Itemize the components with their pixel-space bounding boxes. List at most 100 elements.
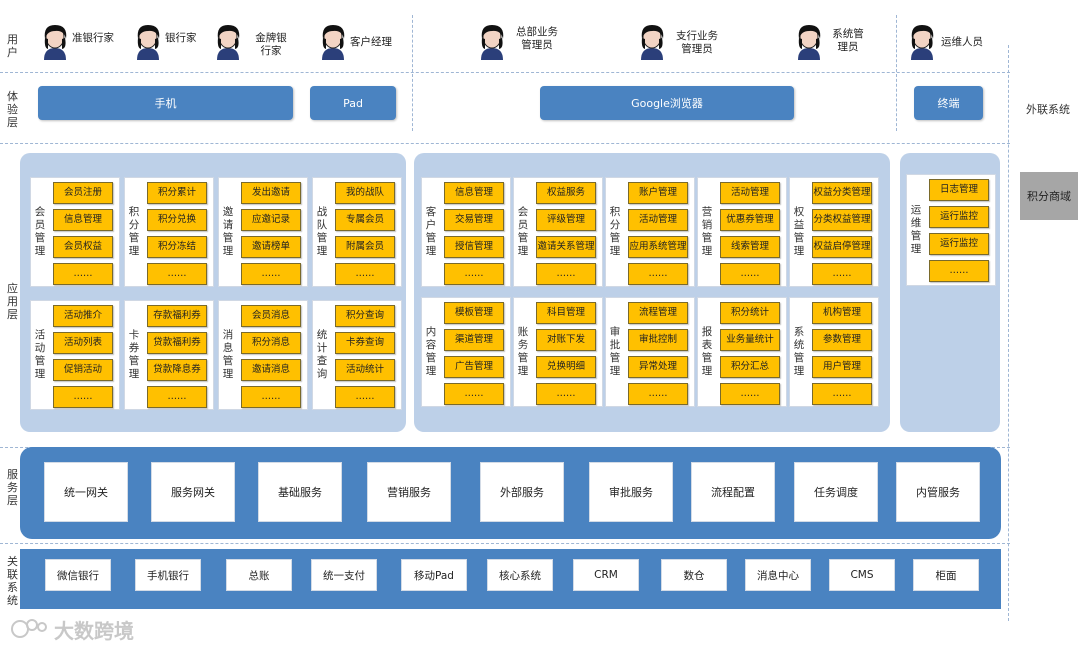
module-item[interactable]: 分类权益管理 bbox=[812, 209, 872, 231]
separator-user bbox=[0, 72, 1010, 73]
module-item[interactable]: …… bbox=[720, 383, 780, 405]
module-items: 模板管理渠道管理广告管理 …… bbox=[444, 302, 504, 410]
module-item[interactable]: 模板管理 bbox=[444, 302, 504, 324]
module-item[interactable]: 我的战队 bbox=[335, 182, 395, 204]
module-item[interactable]: 账户管理 bbox=[628, 182, 688, 204]
module-item[interactable]: 积分消息 bbox=[241, 332, 301, 354]
module-item[interactable]: 评级管理 bbox=[536, 209, 596, 231]
module-item[interactable]: 活动统计 bbox=[335, 359, 395, 381]
module-title: 内容管理 bbox=[425, 326, 437, 377]
module-item[interactable]: 积分统计 bbox=[720, 302, 780, 324]
module-item[interactable]: 发出邀请 bbox=[241, 182, 301, 204]
module-item[interactable]: …… bbox=[444, 263, 504, 285]
module-item[interactable]: 积分查询 bbox=[335, 305, 395, 327]
module-item[interactable]: 参数管理 bbox=[812, 329, 872, 351]
service-box: 任务调度 bbox=[794, 462, 878, 522]
module-item[interactable]: 用户管理 bbox=[812, 356, 872, 378]
module-item[interactable]: 对账下发 bbox=[536, 329, 596, 351]
module-item[interactable]: 活动列表 bbox=[53, 332, 113, 354]
service-box: 服务网关 bbox=[151, 462, 235, 522]
module-item[interactable]: 邀请榜单 bbox=[241, 236, 301, 258]
layer-label-application: 应用层 bbox=[7, 282, 18, 321]
module-title: 客户管理 bbox=[425, 206, 437, 257]
module-item[interactable]: …… bbox=[53, 263, 113, 285]
module-item[interactable]: 会员注册 bbox=[53, 182, 113, 204]
module-item[interactable]: 应邀记录 bbox=[241, 209, 301, 231]
module-item[interactable]: 流程管理 bbox=[628, 302, 688, 324]
module-item[interactable]: 业务量统计 bbox=[720, 329, 780, 351]
experience-browser: Google浏览器 bbox=[540, 86, 794, 120]
module-item[interactable]: …… bbox=[444, 383, 504, 405]
module-item[interactable]: 权益启停管理 bbox=[812, 236, 872, 258]
module-item[interactable]: 卡券查询 bbox=[335, 332, 395, 354]
person-icon bbox=[217, 25, 240, 60]
module-10: 积分管理账户管理活动管理应用系统管理…… bbox=[605, 177, 695, 287]
person-icon bbox=[322, 25, 345, 60]
module-item[interactable]: …… bbox=[628, 383, 688, 405]
module-items: 科目管理对账下发兑换明细 …… bbox=[536, 302, 596, 410]
module-item[interactable]: 邀请消息 bbox=[241, 359, 301, 381]
module-item[interactable]: 积分兑换 bbox=[147, 209, 207, 231]
module-item[interactable]: 应用系统管理 bbox=[628, 236, 688, 258]
module-item[interactable]: 贷款福利券 bbox=[147, 332, 207, 354]
experience-pad: Pad bbox=[310, 86, 396, 120]
module-item[interactable]: 会员消息 bbox=[241, 305, 301, 327]
module-item[interactable]: …… bbox=[241, 386, 301, 408]
module-item[interactable]: 积分累计 bbox=[147, 182, 207, 204]
module-item[interactable]: 权益分类管理 bbox=[812, 182, 872, 204]
module-item[interactable]: 积分冻结 bbox=[147, 236, 207, 258]
module-item[interactable]: 审批控制 bbox=[628, 329, 688, 351]
module-item[interactable]: 促销活动 bbox=[53, 359, 113, 381]
module-item[interactable]: 运行监控 bbox=[929, 206, 989, 228]
module-12: 权益管理权益分类管理分类权益管理权益启停管理…… bbox=[789, 177, 879, 287]
module-item[interactable]: 渠道管理 bbox=[444, 329, 504, 351]
module-item[interactable]: 专属会员 bbox=[335, 209, 395, 231]
module-item[interactable]: 活动推介 bbox=[53, 305, 113, 327]
module-item[interactable]: 活动管理 bbox=[720, 182, 780, 204]
module-item[interactable]: 异常处理 bbox=[628, 356, 688, 378]
module-item[interactable]: 广告管理 bbox=[444, 356, 504, 378]
module-item[interactable]: …… bbox=[812, 383, 872, 405]
module-item[interactable]: 贷款降息券 bbox=[147, 359, 207, 381]
module-item[interactable]: 运行监控 bbox=[929, 233, 989, 255]
module-item[interactable]: …… bbox=[335, 263, 395, 285]
module-item[interactable]: 积分汇总 bbox=[720, 356, 780, 378]
service-box: 统一网关 bbox=[44, 462, 128, 522]
module-item[interactable]: 邀请关系管理 bbox=[536, 236, 596, 258]
module-item[interactable]: …… bbox=[53, 386, 113, 408]
module-item[interactable]: …… bbox=[241, 263, 301, 285]
module-title: 消息管理 bbox=[222, 329, 234, 380]
module-item[interactable]: 信息管理 bbox=[53, 209, 113, 231]
module-item[interactable]: 存款福利券 bbox=[147, 305, 207, 327]
module-items: 存款福利券贷款福利券贷款降息券 …… bbox=[147, 305, 207, 413]
module-item[interactable]: 线索管理 bbox=[720, 236, 780, 258]
module-item[interactable]: 会员权益 bbox=[53, 236, 113, 258]
module-item[interactable]: 交易管理 bbox=[444, 209, 504, 231]
module-title: 战队管理 bbox=[316, 206, 328, 257]
module-title: 账务管理 bbox=[517, 326, 529, 377]
module-item[interactable]: …… bbox=[536, 263, 596, 285]
module-item[interactable]: 活动管理 bbox=[628, 209, 688, 231]
module-item[interactable]: 授信管理 bbox=[444, 236, 504, 258]
separator-service bbox=[0, 543, 1010, 544]
separator-vertical-right bbox=[896, 15, 897, 131]
module-item[interactable]: 科目管理 bbox=[536, 302, 596, 324]
module-item[interactable]: 权益服务 bbox=[536, 182, 596, 204]
module-item[interactable]: 附属会员 bbox=[335, 236, 395, 258]
module-item[interactable]: 信息管理 bbox=[444, 182, 504, 204]
module-item[interactable]: …… bbox=[147, 386, 207, 408]
module-item[interactable]: …… bbox=[812, 263, 872, 285]
module-item[interactable]: …… bbox=[147, 263, 207, 285]
module-17: 系统管理机构管理参数管理用户管理…… bbox=[789, 297, 879, 407]
module-item[interactable]: …… bbox=[628, 263, 688, 285]
module-item[interactable]: 机构管理 bbox=[812, 302, 872, 324]
related-system-box: CMS bbox=[829, 559, 895, 591]
module-item[interactable]: 日志管理 bbox=[929, 179, 989, 201]
module-item[interactable]: …… bbox=[929, 260, 989, 282]
module-item[interactable]: 兑换明细 bbox=[536, 356, 596, 378]
module-item[interactable]: 优惠券管理 bbox=[720, 209, 780, 231]
module-item[interactable]: …… bbox=[720, 263, 780, 285]
module-item[interactable]: …… bbox=[335, 386, 395, 408]
module-item[interactable]: …… bbox=[536, 383, 596, 405]
module-13: 内容管理模板管理渠道管理广告管理 …… bbox=[421, 297, 511, 407]
